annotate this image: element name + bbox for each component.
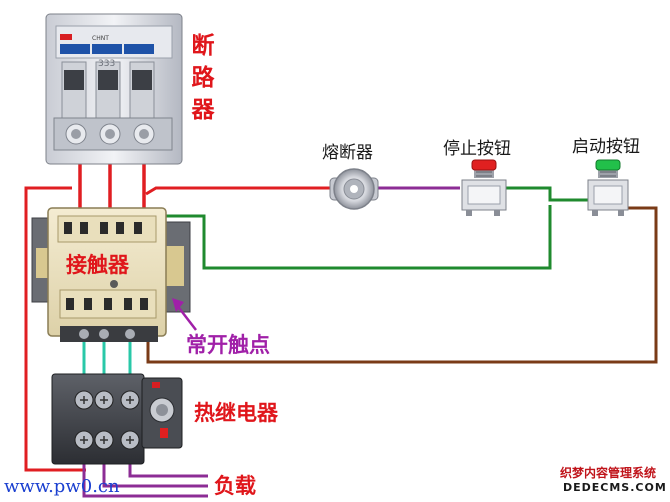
thermal-relay-label: 热继电器 <box>194 401 278 425</box>
thermal-relay-icon <box>51 373 183 465</box>
load-label: 负载 <box>214 474 256 498</box>
wire-return-brown <box>146 206 658 364</box>
wire-to-fuse-red <box>145 186 330 196</box>
watermark-box <box>557 464 667 498</box>
contactor-label: 接触器 <box>66 253 129 277</box>
arrow-icon <box>172 298 197 331</box>
start-button-label: 启动按钮 <box>572 137 640 157</box>
stop-button-icon <box>461 159 507 216</box>
site-url: www.pw0.cn <box>4 476 120 497</box>
normally-open-contact-label: 常开触点 <box>186 333 270 357</box>
watermark-cn: 织梦内容管理系统 <box>560 466 657 480</box>
stop-button-label: 停止按钮 <box>443 139 511 159</box>
wire-load-cyan <box>82 340 132 380</box>
fuse-label: 熔断器 <box>322 143 373 163</box>
watermark-en: DEDECMS.COM <box>563 481 667 494</box>
wire-stop-start-green <box>506 186 588 202</box>
fuse-icon <box>329 168 379 210</box>
contactor-icon <box>31 207 191 342</box>
breaker-brand-text: CHNT <box>92 35 109 42</box>
wire-supply-red <box>78 160 146 212</box>
wire-loop-left-red <box>24 186 86 472</box>
wire-holding-green <box>166 205 552 270</box>
breaker-rating-text: 333 <box>98 59 115 69</box>
breaker-icon: CHNT 333 <box>45 13 183 165</box>
breaker-label: 断路器 <box>191 33 215 123</box>
start-button-icon <box>587 159 629 216</box>
